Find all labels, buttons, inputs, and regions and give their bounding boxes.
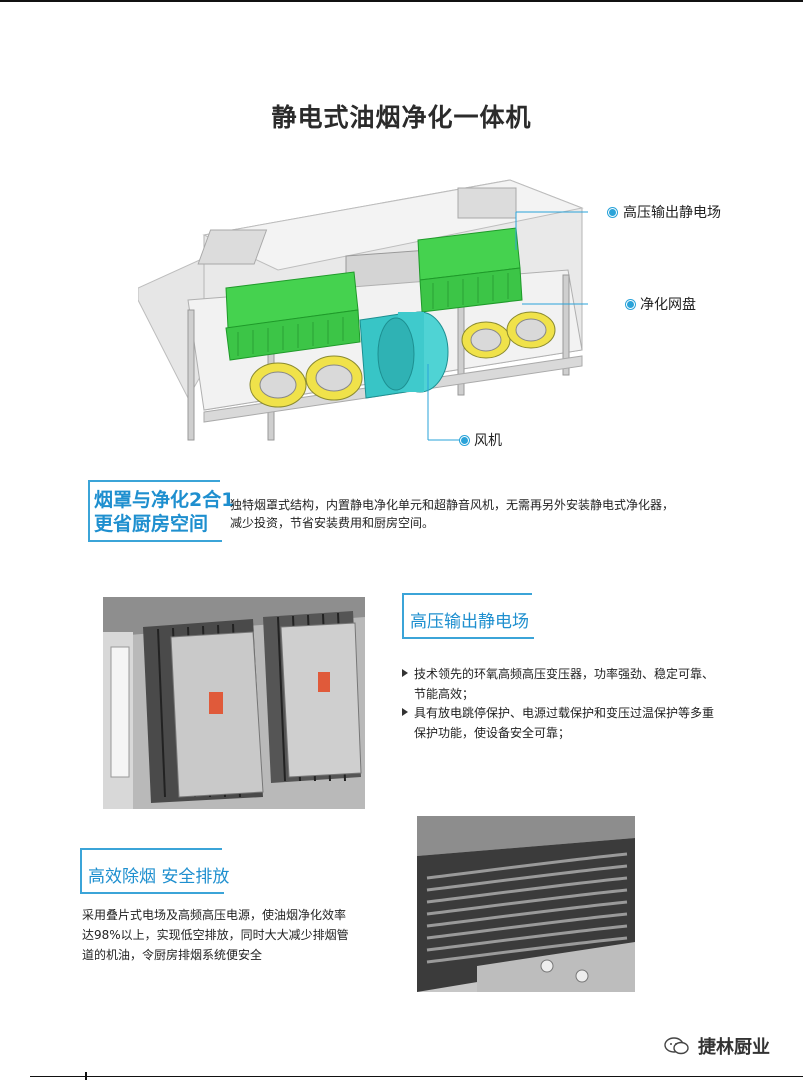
section1-heading-box [88,480,222,542]
section1-text-line1: 独特烟罩式结构，内置静电净化单元和超静音风机，无需再另外安装静电式净化器， [230,498,675,512]
callout-electrostatic-field: 高压输出静电场 [623,205,721,221]
footer-brand: 捷林厨业 [698,1037,770,1058]
callout-dot-electrostatic [608,208,617,217]
section2-bullet-2-line1: 具有放电跳停保护、电源过载保护和变压过温保护等多重 [414,706,715,720]
callout-fan: 风机 [474,433,502,449]
page-title: 静电式油烟净化一体机 [271,103,532,132]
machine-illustration [138,179,588,441]
top-rule [0,0,803,2]
section1-heading-line1: 烟罩与净化2合1 [94,489,235,511]
section2-heading: 高压输出静电场 [410,612,529,632]
wechat-logo-icon [664,1037,689,1055]
section3-heading: 高效除烟 安全排放 [88,867,230,887]
section2-bullet-2: 具有放电跳停保护、电源过载保护和变压过温保护等多重 保护功能，使设备安全可靠； [402,703,782,743]
section2-bullet-2-line2: 保护功能，使设备安全可靠； [414,726,571,740]
section3-heading-box-top [80,848,222,850]
bullet-triangle-icon [402,669,408,677]
bottom-rule [30,1076,803,1077]
callout-dot-fan [460,436,469,445]
bullet-triangle-icon [402,708,408,716]
callout-dot-filter [626,300,635,309]
section2-heading-box [402,593,534,639]
section3-text-line2: 达98%以上，实现低空排放，同时大大减少排烟管 [82,928,349,942]
section1-heading-box-top [88,480,220,482]
section1-heading-line2: 更省厨房空间 [94,513,209,535]
section2-heading-box-top [402,593,532,595]
section3-heading-box [80,848,224,894]
section2-bullet-1: 技术领先的环氧高频高压变压器，功率强劲、稳定可靠、 节能高效； [402,664,782,704]
section2-bullet-1-line2: 节能高效； [414,687,475,701]
photo-electrostatic-module [103,597,365,809]
section1-text-line2: 减少投资，节省安装费用和厨房空间。 [230,516,435,530]
section3-text-line3: 道的机油，令厨房排烟系统便安全 [82,948,263,962]
section2-bullet-1-line1: 技术领先的环氧高频高压变压器，功率强劲、稳定可靠、 [414,667,715,681]
bottom-rule-tick [85,1072,87,1080]
photo-stacked-plates [417,816,635,992]
callout-filter-plate: 净化网盘 [640,297,696,313]
section3-text-line1: 采用叠片式电场及高频高压电源，使油烟净化效率 [82,908,347,922]
